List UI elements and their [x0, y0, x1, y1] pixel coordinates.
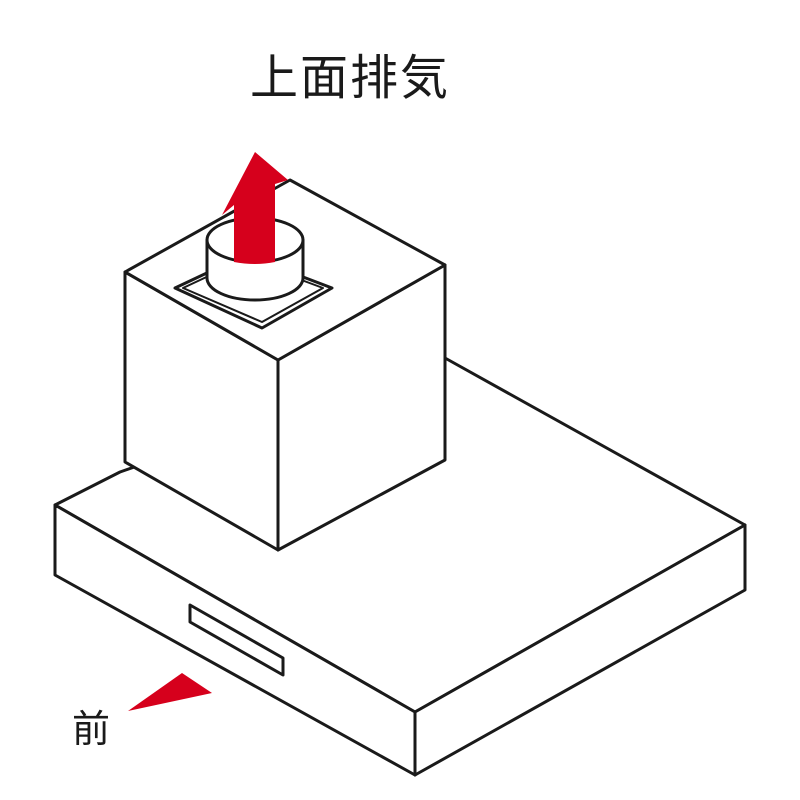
front-direction-arrow-icon [128, 673, 212, 711]
canopy-right-face [413, 523, 747, 777]
chimney-duct-cover [123, 178, 447, 552]
exhaust-arrow-icon [222, 152, 288, 264]
front-label: 前 [72, 707, 111, 751]
front-slot [188, 603, 285, 677]
diagram-title: 上面排気 [249, 50, 450, 106]
